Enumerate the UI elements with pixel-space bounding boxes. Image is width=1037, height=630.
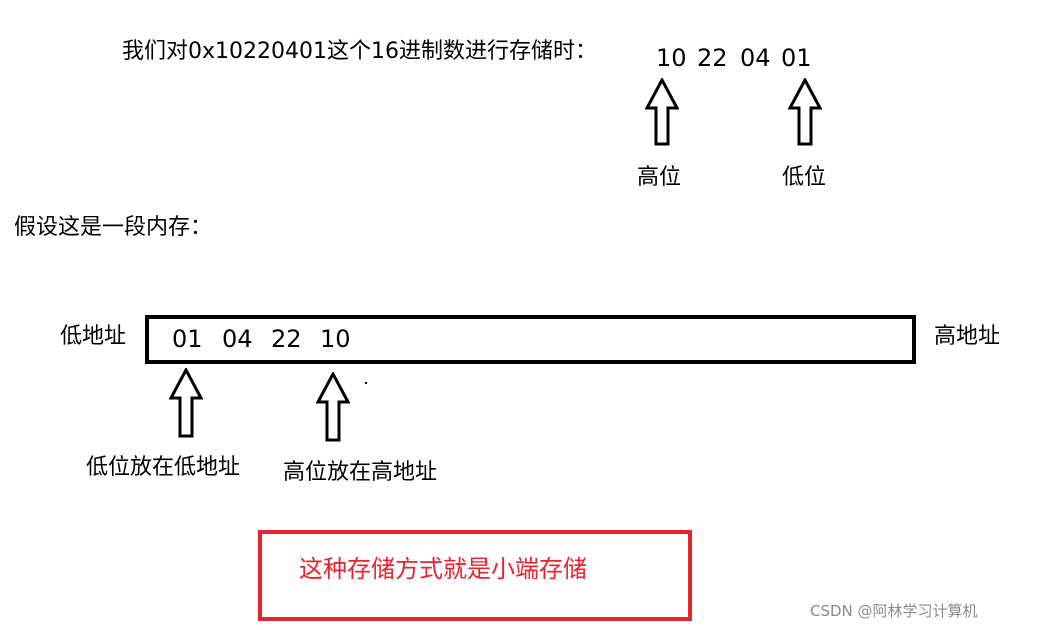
memory-intro: 假设这是一段内存： [14,215,213,240]
up-arrow-high-address-icon [316,372,350,442]
up-arrow-low-icon [788,78,822,146]
high-note: 高位放在高地址 [283,460,438,485]
memory-byte-3: 10 [320,325,351,353]
low-label: 低位 [782,165,827,190]
stray-dot [365,382,367,384]
memory-byte-0: 01 [172,325,203,353]
high-address-label: 高地址 [934,324,1001,349]
up-arrow-low-address-icon [169,368,203,438]
conclusion-text: 这种存储方式就是小端存储 [299,555,587,583]
high-label: 高位 [637,165,682,190]
intro-text: 我们对0x10220401这个16进制数进行存储时： [122,39,597,64]
hex-byte-3: 01 [781,44,812,72]
memory-byte-2: 22 [271,325,302,353]
hex-byte-2: 04 [740,44,771,72]
hex-byte-1: 22 [697,44,728,72]
low-note: 低位放在低地址 [86,455,241,480]
hex-byte-0: 10 [656,44,687,72]
watermark: CSDN @阿林学习计算机 [810,602,978,620]
memory-byte-1: 04 [222,325,253,353]
up-arrow-high-icon [645,78,679,146]
low-address-label: 低地址 [60,324,127,349]
memory-box [145,315,916,364]
conclusion-box [258,530,692,621]
